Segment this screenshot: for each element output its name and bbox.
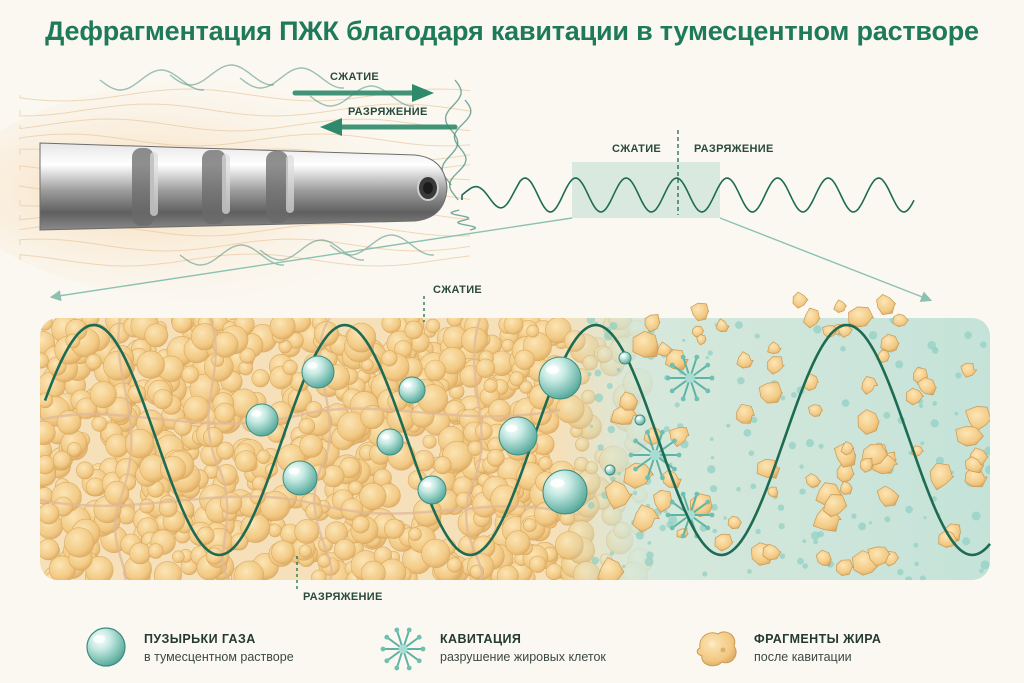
legend-item-cavitation: КАВИТАЦИЯ разрушение жировых клеток bbox=[376, 622, 666, 672]
tissue-pressure-wave bbox=[43, 323, 991, 557]
legend-title: ПУЗЫРЬКИ ГАЗА bbox=[144, 632, 256, 646]
legend-title: КАВИТАЦИЯ bbox=[440, 632, 522, 646]
emitted-sound-waves bbox=[99, 64, 477, 266]
legend-item-bubbles: ПУЗЫРЬКИ ГАЗА в тумесцентном растворе bbox=[80, 622, 340, 672]
fat-fragments bbox=[597, 323, 990, 580]
page-title: Дефрагментация ПЖК благодаря кавитации в… bbox=[45, 16, 979, 46]
wave-compression-label: СЖАТИЕ bbox=[612, 143, 661, 155]
cavitation-burst-icon bbox=[380, 627, 426, 671]
ultrasonic-wave bbox=[461, 177, 915, 213]
gas-bubble-icon bbox=[86, 627, 126, 667]
legend-item-fragments: ФРАГМЕНТЫ ЖИРА после кавитации bbox=[690, 622, 950, 672]
gas-bubbles bbox=[245, 351, 646, 515]
tissue-compression-label: СЖАТИЕ bbox=[433, 284, 482, 296]
legend-subtitle: после кавитации bbox=[754, 650, 852, 664]
tissue-rarefaction-label: РАЗРЯЖЕНИЕ bbox=[303, 591, 383, 603]
legend-subtitle: разрушение жировых клеток bbox=[440, 650, 606, 664]
rarefaction-arrow bbox=[320, 118, 458, 136]
magnification-lines bbox=[49, 217, 933, 302]
legend-title: ФРАГМЕНТЫ ЖИРА bbox=[754, 632, 882, 646]
compression-arrow-label: СЖАТИЕ bbox=[330, 71, 379, 83]
rarefaction-arrow-label: РАЗРЯЖЕНИЕ bbox=[348, 106, 428, 118]
wave-rarefaction-label: РАЗРЯЖЕНИЕ bbox=[694, 143, 774, 155]
ultrasound-probe bbox=[39, 142, 448, 231]
fat-fragment-icon bbox=[696, 631, 737, 667]
compression-arrow bbox=[292, 84, 434, 102]
fat-tissue-band bbox=[40, 318, 990, 580]
legend-subtitle: в тумесцентном растворе bbox=[144, 650, 294, 664]
